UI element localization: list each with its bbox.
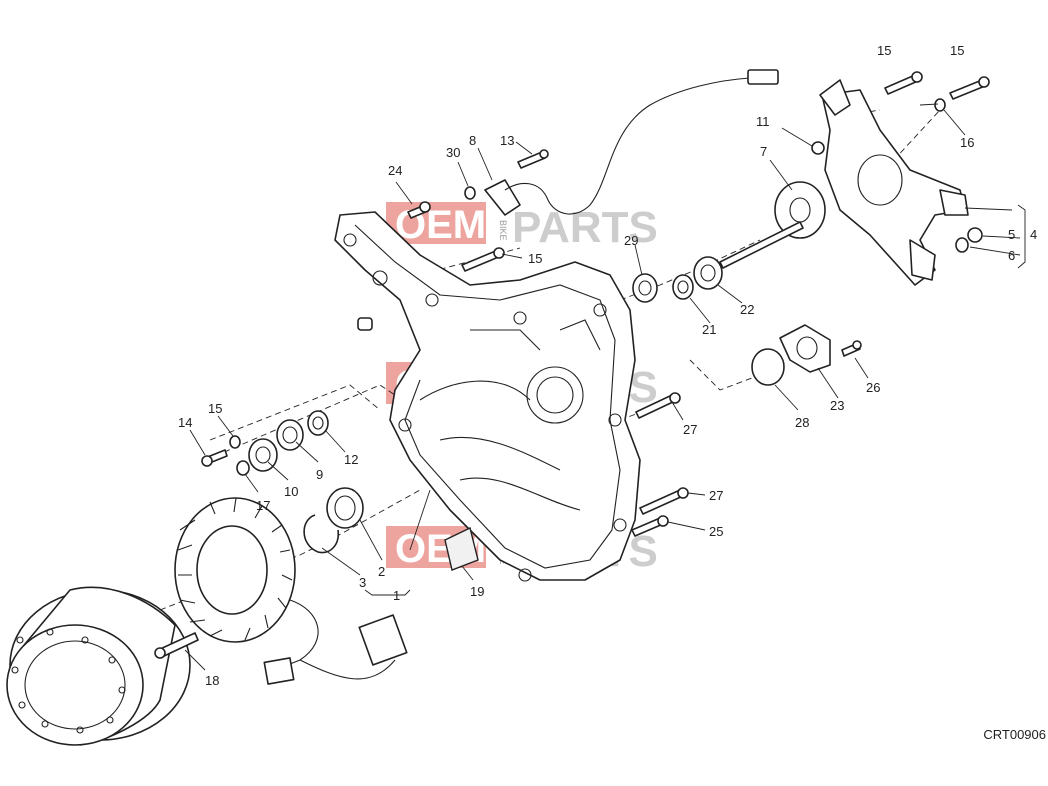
callout-27-upper: 27	[683, 422, 697, 437]
generator-cover	[334, 211, 641, 582]
callout-24: 24	[388, 163, 402, 178]
callout-11: 11	[756, 114, 770, 129]
callout-14: 14	[178, 415, 192, 430]
stator	[174, 497, 408, 685]
callout-3: 3	[359, 575, 366, 590]
bolt-15-top-left	[884, 71, 923, 95]
leader-lines	[184, 103, 1026, 671]
callout-18: 15	[208, 401, 222, 416]
washer-18	[229, 435, 241, 449]
callout-21: 21	[702, 322, 716, 337]
callout-8: 8	[469, 133, 476, 148]
pump-cover-4	[819, 79, 969, 286]
callout-9: 9	[316, 467, 323, 482]
callout-16: 18	[205, 673, 219, 688]
washer-6	[955, 237, 969, 253]
callout-labels: 24 30 8 13 15 15 14 17 10 9 12 2 3 1 19 …	[178, 43, 1037, 688]
bolt-13	[517, 149, 549, 169]
callout-19: 16	[960, 135, 974, 150]
callout-10: 10	[284, 484, 298, 499]
washer-19	[934, 98, 946, 112]
bearing-10	[248, 438, 278, 472]
svg-text:PARTS: PARTS	[512, 203, 658, 252]
dowel	[357, 317, 373, 331]
callout-27-lower: 27	[709, 488, 723, 503]
svg-text:OEM: OEM	[395, 203, 486, 247]
sensor-8	[484, 69, 779, 216]
callout-13: 13	[500, 133, 514, 148]
circlip-3	[303, 514, 340, 554]
callout-25: 25	[709, 524, 723, 539]
bolt-24	[407, 201, 431, 219]
callout-20: 17	[256, 498, 270, 513]
rotor	[6, 586, 191, 746]
callout-28: 28	[795, 415, 809, 430]
gasket-17	[444, 526, 479, 571]
impeller-shaft-7	[719, 181, 826, 269]
screw-5	[967, 227, 983, 243]
callout-5: 5	[1008, 227, 1015, 242]
callout-26: 26	[866, 380, 880, 395]
diagram-reference-code: CRT00906	[983, 727, 1046, 742]
circlip-20	[236, 460, 250, 476]
callout-1: 1	[393, 588, 400, 603]
bolt-26	[841, 340, 862, 357]
bolt-16	[154, 632, 199, 659]
callout-22: 22	[740, 302, 754, 317]
oring-28	[751, 348, 785, 386]
plug-11	[811, 141, 825, 155]
callout-23: 23	[830, 398, 844, 413]
bearing-2	[326, 487, 364, 529]
callout-6: 6	[1008, 248, 1015, 263]
seal-9	[276, 419, 304, 451]
bolt-27-upper	[635, 392, 681, 419]
callout-4: 4	[1030, 227, 1037, 242]
callout-15-top-right: 15	[950, 43, 964, 58]
callout-30: 30	[446, 145, 460, 160]
bolt-25	[631, 515, 669, 537]
cover-23	[779, 324, 831, 373]
callout-15-top-left: 15	[877, 43, 891, 58]
washer-21	[672, 274, 694, 300]
bearing-22	[693, 256, 723, 290]
svg-text:BIKE: BIKE	[498, 220, 508, 241]
bolt-15-left	[461, 247, 505, 272]
washer-12	[307, 410, 329, 436]
bolt-14	[201, 449, 228, 467]
callout-2: 2	[378, 564, 385, 579]
callout-7: 7	[760, 144, 767, 159]
bolt-15-top-right	[949, 76, 990, 100]
callout-17: 19	[470, 584, 484, 599]
callout-12: 12	[344, 452, 358, 467]
seal-29	[632, 273, 658, 303]
bolt-27-lower	[639, 487, 689, 515]
callout-15-left: 15	[528, 251, 542, 266]
washer-30	[464, 186, 476, 200]
callout-29: 29	[624, 233, 638, 248]
